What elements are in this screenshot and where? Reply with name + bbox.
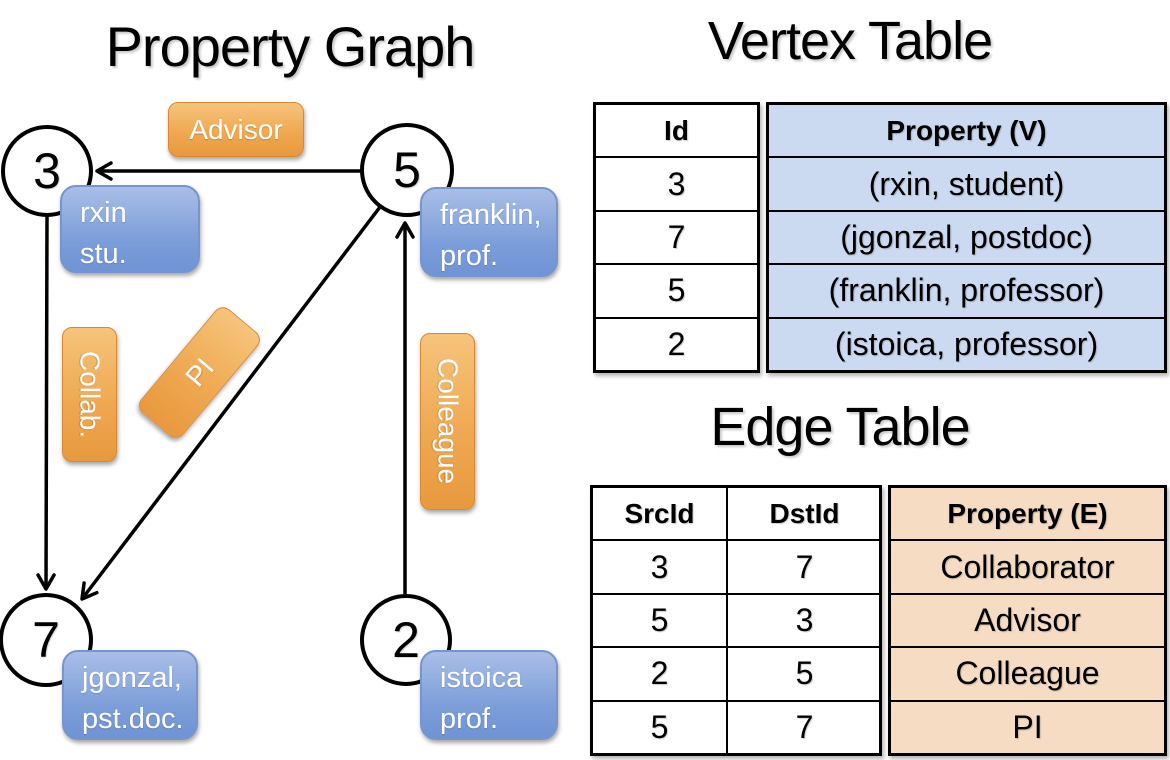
edge-collab-3-to-7: [36, 214, 56, 591]
edge-label-collab: Collab.: [62, 327, 117, 462]
edge-label-pi-text: PI: [178, 352, 220, 393]
table-cell: (franklin, professor): [769, 265, 1164, 319]
table-cell: 5: [596, 265, 757, 319]
vertex-table-property-column: Property (V) (rxin, student) (jgonzal, p…: [766, 102, 1167, 373]
edge-table-header-property: Property (E): [891, 488, 1164, 542]
vertex-property-box-3: rxin stu.: [60, 185, 200, 273]
table-cell: 7: [726, 541, 881, 593]
table-cell: 5: [650, 708, 669, 745]
vertex-table-title: Vertex Table: [707, 11, 993, 71]
table-cell: Advisor: [891, 594, 1164, 649]
table-cell: (jgonzal, postdoc): [769, 211, 1164, 266]
vertex-property-box-5: franklin, prof.: [420, 187, 558, 277]
graph-title: Property Graph: [105, 15, 476, 78]
table-row: 5 3: [593, 594, 881, 649]
vertex-id-7: 7: [32, 612, 60, 668]
table-cell: 2: [667, 325, 686, 362]
vertex-property-box-2: istoica prof.: [420, 650, 558, 740]
edge-label-colleague-text: Colleague: [432, 358, 464, 485]
vertex-table-id-column: Id 3 7 5 2: [593, 102, 760, 373]
table-cell: 5: [650, 602, 669, 639]
table-cell: 3: [650, 548, 669, 585]
edge-table-property-column: Property (E) Collaborator Advisor Collea…: [888, 485, 1167, 756]
table-cell: 7: [596, 212, 757, 266]
table-cell: (istoica, professor): [769, 318, 1164, 371]
edge-table-header-dstid: DstId: [726, 488, 881, 540]
table-cell: 7: [726, 701, 881, 754]
table-cell: 2: [650, 655, 669, 692]
table-row: 2 5: [593, 648, 881, 702]
table-cell: Colleague: [891, 648, 1164, 702]
edge-table-header-srcid: SrcId: [624, 497, 695, 529]
vertex-id-3: 3: [33, 143, 61, 199]
table-cell: 3: [596, 158, 757, 212]
vertex-table-header-id: Id: [596, 105, 757, 159]
edge-label-advisor-text: Advisor: [189, 113, 283, 145]
table-row: 5 7: [593, 701, 881, 754]
table-cell: 5: [726, 648, 881, 700]
table-cell: Collaborator: [891, 541, 1164, 595]
edge-pi-5-to-7: [80, 205, 382, 601]
edge-table-title: Edge Table: [710, 397, 970, 457]
table-row: 3 7: [593, 541, 881, 595]
table-cell: PI: [891, 701, 1164, 754]
vertex-property-box-7: jgonzal, pst.doc.: [62, 650, 198, 740]
table-cell: (rxin, student): [769, 158, 1164, 212]
table-cell: 3: [726, 594, 881, 647]
edge-label-collab-text: Collab.: [74, 350, 106, 439]
vertex-id-2: 2: [392, 612, 420, 668]
vertex-table-header-property: Property (V): [769, 105, 1164, 159]
edge-table-id-columns: SrcId DstId 3 7 5 3 2 5 5 7: [590, 485, 882, 756]
edge-label-advisor: Advisor: [168, 102, 304, 157]
vertex-id-5: 5: [393, 142, 421, 198]
table-row: SrcId DstId: [593, 488, 881, 542]
edge-label-colleague: Colleague: [420, 333, 475, 510]
